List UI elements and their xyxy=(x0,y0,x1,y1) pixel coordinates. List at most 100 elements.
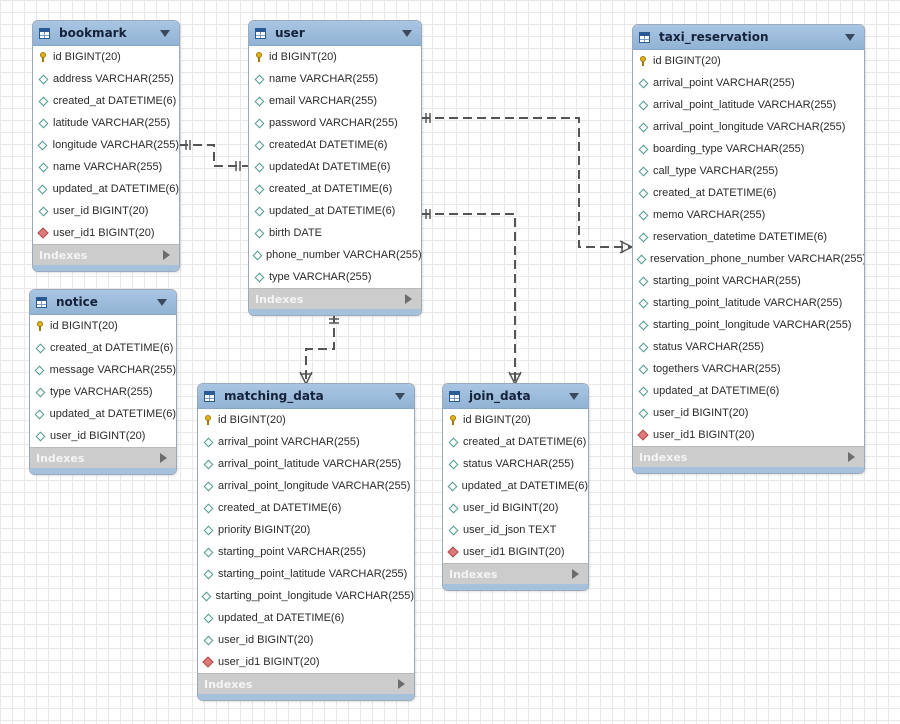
table-column[interactable]: reservation_phone_number VARCHAR(255) xyxy=(633,248,864,270)
indexes-section[interactable]: Indexes xyxy=(33,244,179,265)
table-column[interactable]: updated_at DATETIME(6) xyxy=(443,475,588,497)
table-column[interactable]: updated_at DATETIME(6) xyxy=(249,200,421,222)
table-column[interactable]: starting_point_longitude VARCHAR(255) xyxy=(633,314,864,336)
table-column[interactable]: starting_point_latitude VARCHAR(255) xyxy=(198,563,414,585)
table-column[interactable]: status VARCHAR(255) xyxy=(633,336,864,358)
indexes-section[interactable]: Indexes xyxy=(30,447,176,468)
collapse-caret-icon[interactable] xyxy=(845,34,855,41)
table-header[interactable]: matching_data xyxy=(198,384,414,409)
table-taxi-reservation[interactable]: taxi_reservation id BIGINT(20)arrival_po… xyxy=(632,24,865,474)
table-header[interactable]: bookmark xyxy=(33,21,179,46)
foreign-key-column[interactable]: user_id1 BIGINT(20) xyxy=(198,651,414,673)
indexes-section[interactable]: Indexes xyxy=(443,563,588,584)
table-column[interactable]: message VARCHAR(255) xyxy=(30,359,176,381)
primary-key-column[interactable]: id BIGINT(20) xyxy=(443,409,588,431)
primary-key-column[interactable]: id BIGINT(20) xyxy=(633,50,864,72)
collapse-caret-icon[interactable] xyxy=(395,393,405,400)
table-column[interactable]: arrival_point_latitude VARCHAR(255) xyxy=(633,94,864,116)
table-column[interactable]: arrival_point VARCHAR(255) xyxy=(198,431,414,453)
table-column[interactable]: type VARCHAR(255) xyxy=(30,381,176,403)
table-column[interactable]: user_id BIGINT(20) xyxy=(33,200,179,222)
column-diamond-icon xyxy=(638,160,648,182)
table-column[interactable]: name VARCHAR(255) xyxy=(33,156,179,178)
primary-key-column[interactable]: id BIGINT(20) xyxy=(198,409,414,431)
table-column[interactable]: user_id BIGINT(20) xyxy=(443,497,588,519)
table-column[interactable]: user_id BIGINT(20) xyxy=(30,425,176,447)
table-notice[interactable]: notice id BIGINT(20)created_at DATETIME(… xyxy=(29,289,177,475)
table-column[interactable]: phone_number VARCHAR(255) xyxy=(249,244,421,266)
foreign-key-column[interactable]: user_id1 BIGINT(20) xyxy=(443,541,588,563)
foreign-key-column[interactable]: user_id1 BIGINT(20) xyxy=(33,222,179,244)
table-column[interactable]: updated_at DATETIME(6) xyxy=(633,380,864,402)
expand-arrow-icon[interactable] xyxy=(160,453,167,463)
expand-arrow-icon[interactable] xyxy=(398,679,405,689)
table-column[interactable]: latitude VARCHAR(255) xyxy=(33,112,179,134)
table-column[interactable]: priority BIGINT(20) xyxy=(198,519,414,541)
table-column[interactable]: created_at DATETIME(6) xyxy=(30,337,176,359)
table-column[interactable]: createdAt DATETIME(6) xyxy=(249,134,421,156)
primary-key-column[interactable]: id BIGINT(20) xyxy=(30,315,176,337)
table-column[interactable]: arrival_point VARCHAR(255) xyxy=(633,72,864,94)
table-column[interactable]: status VARCHAR(255) xyxy=(443,453,588,475)
table-column[interactable]: boarding_type VARCHAR(255) xyxy=(633,138,864,160)
table-column[interactable]: user_id_json TEXT xyxy=(443,519,588,541)
table-column[interactable]: created_at DATETIME(6) xyxy=(249,178,421,200)
table-column[interactable]: user_id BIGINT(20) xyxy=(633,402,864,424)
table-column[interactable]: arrival_point_latitude VARCHAR(255) xyxy=(198,453,414,475)
table-column[interactable]: reservation_datetime DATETIME(6) xyxy=(633,226,864,248)
table-column[interactable]: email VARCHAR(255) xyxy=(249,90,421,112)
foreign-key-column[interactable]: user_id1 BIGINT(20) xyxy=(633,424,864,446)
collapse-caret-icon[interactable] xyxy=(160,30,170,37)
table-column[interactable]: updated_at DATETIME(6) xyxy=(198,607,414,629)
table-matching-data[interactable]: matching_data id BIGINT(20)arrival_point… xyxy=(197,383,415,701)
expand-arrow-icon[interactable] xyxy=(163,250,170,260)
table-user[interactable]: user id BIGINT(20)name VARCHAR(255)email… xyxy=(248,20,422,316)
collapse-caret-icon[interactable] xyxy=(157,299,167,306)
primary-key-icon xyxy=(638,50,648,72)
table-column[interactable]: starting_point_longitude VARCHAR(255) xyxy=(198,585,414,607)
table-column[interactable]: longitude VARCHAR(255) xyxy=(33,134,179,156)
table-column[interactable]: created_at DATETIME(6) xyxy=(198,497,414,519)
indexes-section[interactable]: Indexes xyxy=(633,446,864,467)
table-header[interactable]: user xyxy=(249,21,421,46)
expand-arrow-icon[interactable] xyxy=(405,294,412,304)
collapse-caret-icon[interactable] xyxy=(569,393,579,400)
primary-key-column[interactable]: id BIGINT(20) xyxy=(33,46,179,68)
table-header[interactable]: join_data xyxy=(443,384,588,409)
indexes-section[interactable]: Indexes xyxy=(198,673,414,694)
table-column[interactable]: created_at DATETIME(6) xyxy=(33,90,179,112)
table-column[interactable]: created_at DATETIME(6) xyxy=(633,182,864,204)
table-column[interactable]: type VARCHAR(255) xyxy=(249,266,421,288)
expand-arrow-icon[interactable] xyxy=(848,452,855,462)
table-column[interactable]: user_id BIGINT(20) xyxy=(198,629,414,651)
column-diamond-icon xyxy=(35,381,45,403)
rel-user-taxi-reservation xyxy=(421,117,632,248)
collapse-caret-icon[interactable] xyxy=(402,30,412,37)
table-header[interactable]: notice xyxy=(30,290,176,315)
table-column[interactable]: address VARCHAR(255) xyxy=(33,68,179,90)
expand-arrow-icon[interactable] xyxy=(572,569,579,579)
table-column[interactable]: arrival_point_longitude VARCHAR(255) xyxy=(633,116,864,138)
table-column[interactable]: birth DATE xyxy=(249,222,421,244)
table-column[interactable]: arrival_point_longitude VARCHAR(255) xyxy=(198,475,414,497)
table-column[interactable]: updated_at DATETIME(6) xyxy=(33,178,179,200)
table-column[interactable]: name VARCHAR(255) xyxy=(249,68,421,90)
table-column[interactable]: updatedAt DATETIME(6) xyxy=(249,156,421,178)
indexes-label: Indexes xyxy=(639,450,688,464)
table-column[interactable]: memo VARCHAR(255) xyxy=(633,204,864,226)
table-column[interactable]: call_type VARCHAR(255) xyxy=(633,160,864,182)
table-header[interactable]: taxi_reservation xyxy=(633,25,864,50)
table-bookmark[interactable]: bookmark id BIGINT(20)address VARCHAR(25… xyxy=(32,20,180,272)
table-column[interactable]: starting_point_latitude VARCHAR(255) xyxy=(633,292,864,314)
table-join-data[interactable]: join_data id BIGINT(20)created_at DATETI… xyxy=(442,383,589,591)
column-label: user_id_json TEXT xyxy=(463,524,557,536)
table-column[interactable]: starting_point VARCHAR(255) xyxy=(633,270,864,292)
column-diamond-icon xyxy=(254,112,264,134)
table-column[interactable]: created_at DATETIME(6) xyxy=(443,431,588,453)
table-column[interactable]: password VARCHAR(255) xyxy=(249,112,421,134)
table-column[interactable]: updated_at DATETIME(6) xyxy=(30,403,176,425)
primary-key-column[interactable]: id BIGINT(20) xyxy=(249,46,421,68)
table-column[interactable]: starting_point VARCHAR(255) xyxy=(198,541,414,563)
table-column[interactable]: togethers VARCHAR(255) xyxy=(633,358,864,380)
indexes-section[interactable]: Indexes xyxy=(249,288,421,309)
